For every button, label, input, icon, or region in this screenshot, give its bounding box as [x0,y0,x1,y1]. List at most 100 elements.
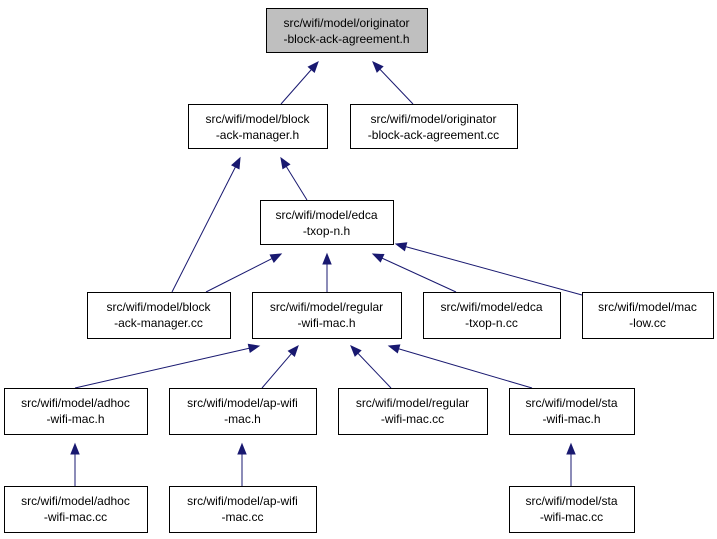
node-label-line: src/wifi/model/regular [270,300,383,314]
arrowhead [372,61,384,73]
node-n2[interactable]: src/wifi/model/originator -block-ack-agre… [350,104,518,149]
node-label-line: -mac.h [224,412,261,426]
node-box-root [266,8,428,53]
node-box [87,292,231,339]
edge-line [280,68,313,105]
edge-line [205,257,274,293]
node-label-line: src/wifi/model/sta [525,396,617,410]
node-box [252,292,402,339]
edge-n9-n5 [261,344,299,389]
edge-n7-n3 [394,242,583,296]
node-label-line: -wifi-mac.cc [540,510,603,524]
node-n10[interactable]: src/wifi/model/regular-wifi-mac.cc [338,388,488,435]
node-n8[interactable]: src/wifi/model/adhoc -wifi-mac.h [4,388,148,435]
edge-line [261,352,293,389]
node-label-line: -txop-n.cc [465,316,518,330]
node-box [188,104,328,149]
node-box [169,388,317,435]
arrowhead [269,253,283,263]
edge-n4-n1 [171,156,241,293]
node-label-line: -ack-manager.h [216,128,299,142]
arrowhead [70,442,80,455]
arrowhead [371,253,385,263]
node-label-line: -wifi-mac.h [542,412,600,426]
node-box [169,486,317,533]
node-label-line: -ack-manager.cc [114,316,203,330]
node-box [338,388,488,435]
node-label-line: src/wifi/model/regular [356,396,469,410]
edge-line [356,352,392,389]
node-n6[interactable]: src/wifi/model/edca -txop-n.cc [423,292,561,339]
edge-line [378,68,414,105]
node-box [509,486,635,533]
node-label-line: -txop-n.h [303,224,350,238]
node-box [509,388,635,435]
node-label-line: -low.cc [629,316,666,330]
nodes-layer: src/wifi/model/originator -block-ack-agre… [4,8,714,533]
node-label-line: src/wifi/model/originator [283,16,409,30]
node-label-line: src/wifi/model/adhoc [21,396,130,410]
node-label-line: src/wifi/model/block [205,112,310,126]
arrowhead [322,252,332,265]
arrowhead [350,345,362,357]
edge-line [285,165,308,201]
arrowhead [247,343,261,353]
edge-n2-n0 [372,61,414,105]
arrowhead [566,442,576,455]
node-n5[interactable]: src/wifi/model/regular -wifi-mac.h [252,292,402,339]
node-label-line: -wifi-mac.h [297,316,355,330]
node-label-line: src/wifi/model/edca [275,208,377,222]
edge-n14-n11 [566,442,576,486]
node-box [350,104,518,149]
node-n9[interactable]: src/wifi/model/ap-wifi-mac.h [169,388,317,435]
edge-n10-n5 [350,345,392,389]
arrowhead [307,60,319,74]
node-label-line: src/wifi/model/adhoc [21,494,130,508]
edges-layer [70,60,583,486]
node-n11[interactable]: src/wifi/model/sta -wifi-mac.h [509,388,635,435]
node-box [4,388,148,435]
node-label-line: src/wifi/model/originator [370,112,496,126]
node-label-line: src/wifi/model/block [106,300,211,314]
node-label-line: -block-ack-agreement.cc [368,128,499,142]
edge-n6-n3 [371,253,457,293]
arrowhead [237,442,247,455]
arrowhead [387,344,401,354]
edge-line [380,257,457,293]
node-box [582,292,714,339]
node-n13[interactable]: src/wifi/model/ap-wifi -mac.cc [169,486,317,533]
node-box [260,200,394,245]
edge-n3-n1 [280,156,308,201]
node-label-line: -wifi-mac.h [46,412,104,426]
edge-n1-n0 [280,60,319,105]
node-n1[interactable]: src/wifi/model/block -ack-manager.h [188,104,328,149]
arrowhead [394,242,408,252]
edge-n5-n3 [322,252,332,292]
edge-line [74,347,251,389]
arrowhead [287,344,299,358]
edge-n11-n5 [387,344,533,389]
node-label-line: src/wifi/model/edca [440,300,542,314]
node-box [423,292,561,339]
node-label-line: src/wifi/model/ap-wifi [187,494,298,508]
edge-n4-n3 [205,253,283,293]
node-n4[interactable]: src/wifi/model/block -ack-manager.cc [87,292,231,339]
edge-line [171,165,237,293]
node-label-line: -wifi-mac.cc [44,510,107,524]
edge-n8-n5 [74,343,261,389]
node-label-line: -block-ack-agreement.h [283,32,409,46]
arrowhead [280,156,291,170]
edge-n12-n8 [70,442,80,486]
arrowhead [231,156,241,170]
node-label-line: src/wifi/model/sta [525,494,617,508]
node-n0[interactable]: src/wifi/model/originator -block-ack-agre… [266,8,428,53]
node-label-line: -mac.cc [222,510,264,524]
node-n12[interactable]: src/wifi/model/adhoc -wifi-mac.cc [4,486,148,533]
node-n7[interactable]: src/wifi/model/mac-low.cc [582,292,714,339]
node-n14[interactable]: src/wifi/model/sta -wifi-mac.cc [509,486,635,533]
edge-n13-n9 [237,442,247,486]
edge-line [404,245,583,296]
node-n3[interactable]: src/wifi/model/edca -txop-n.h [260,200,394,245]
node-box [4,486,148,533]
